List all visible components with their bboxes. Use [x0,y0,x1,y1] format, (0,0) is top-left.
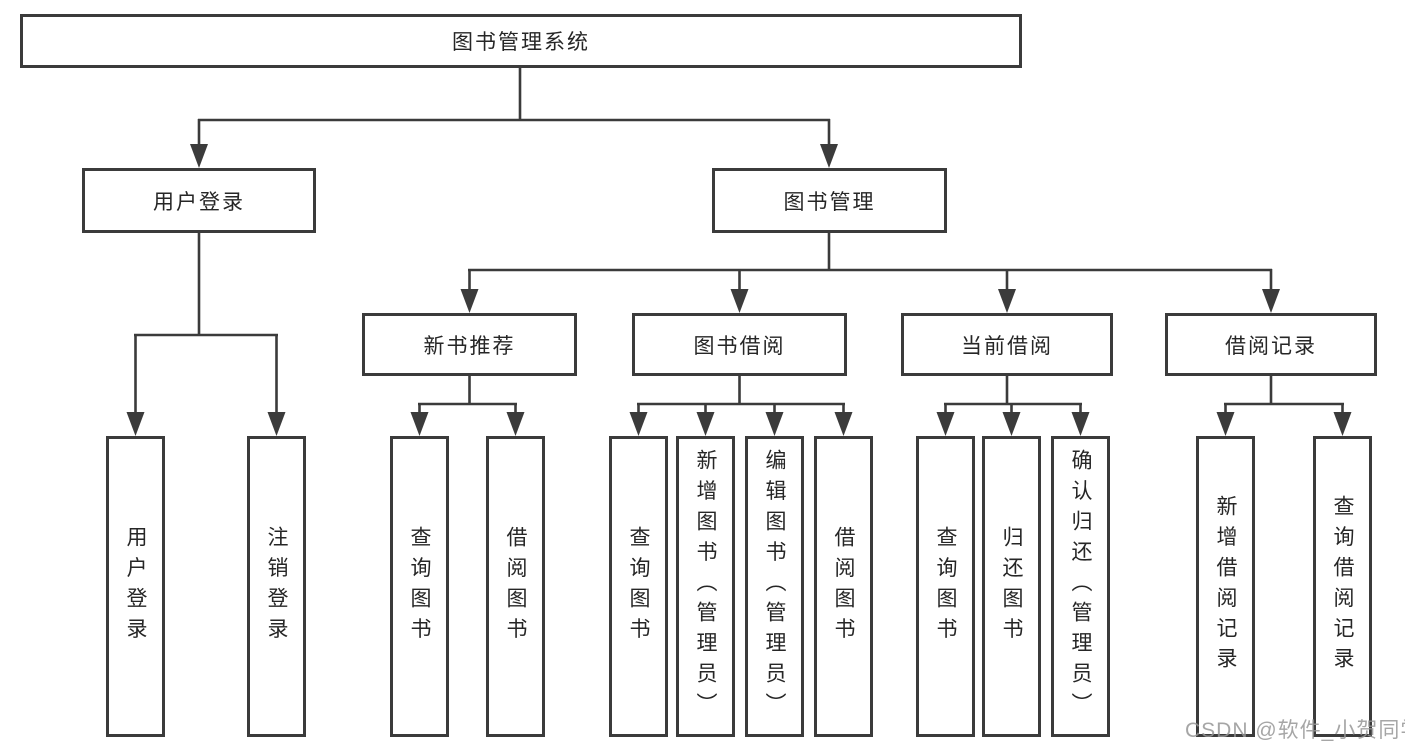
node-library-system: 图书管理系统 [20,14,1022,68]
leaf-query-borrow-record: 查询借阅记录 [1313,436,1372,737]
leaf-edit-book-admin: 编辑图书（管理员） [745,436,804,737]
node-current-borrowing: 当前借阅 [901,313,1113,376]
node-user-login: 用户登录 [82,168,316,233]
leaf-logout: 注销登录 [247,436,306,737]
leaf-add-borrow-record: 新增借阅记录 [1196,436,1255,737]
leaf-borrow-books-recommend: 借阅图书 [486,436,545,737]
node-new-book-recommend: 新书推荐 [362,313,577,376]
leaf-add-book-admin: 新增图书（管理员） [676,436,735,737]
leaf-query-books-current: 查询图书 [916,436,975,737]
leaf-return-books: 归还图书 [982,436,1041,737]
node-book-management: 图书管理 [712,168,947,233]
node-book-borrowing: 图书借阅 [632,313,847,376]
leaf-borrow-books-borrowing: 借阅图书 [814,436,873,737]
csdn-watermark: CSDN @软件_小贺同学 [1185,719,1405,742]
leaf-confirm-return-admin: 确认归还（管理员） [1051,436,1110,737]
leaf-query-books-borrowing: 查询图书 [609,436,668,737]
node-borrow-records: 借阅记录 [1165,313,1377,376]
leaf-query-books-recommend: 查询图书 [390,436,449,737]
leaf-user-login: 用户登录 [106,436,165,737]
